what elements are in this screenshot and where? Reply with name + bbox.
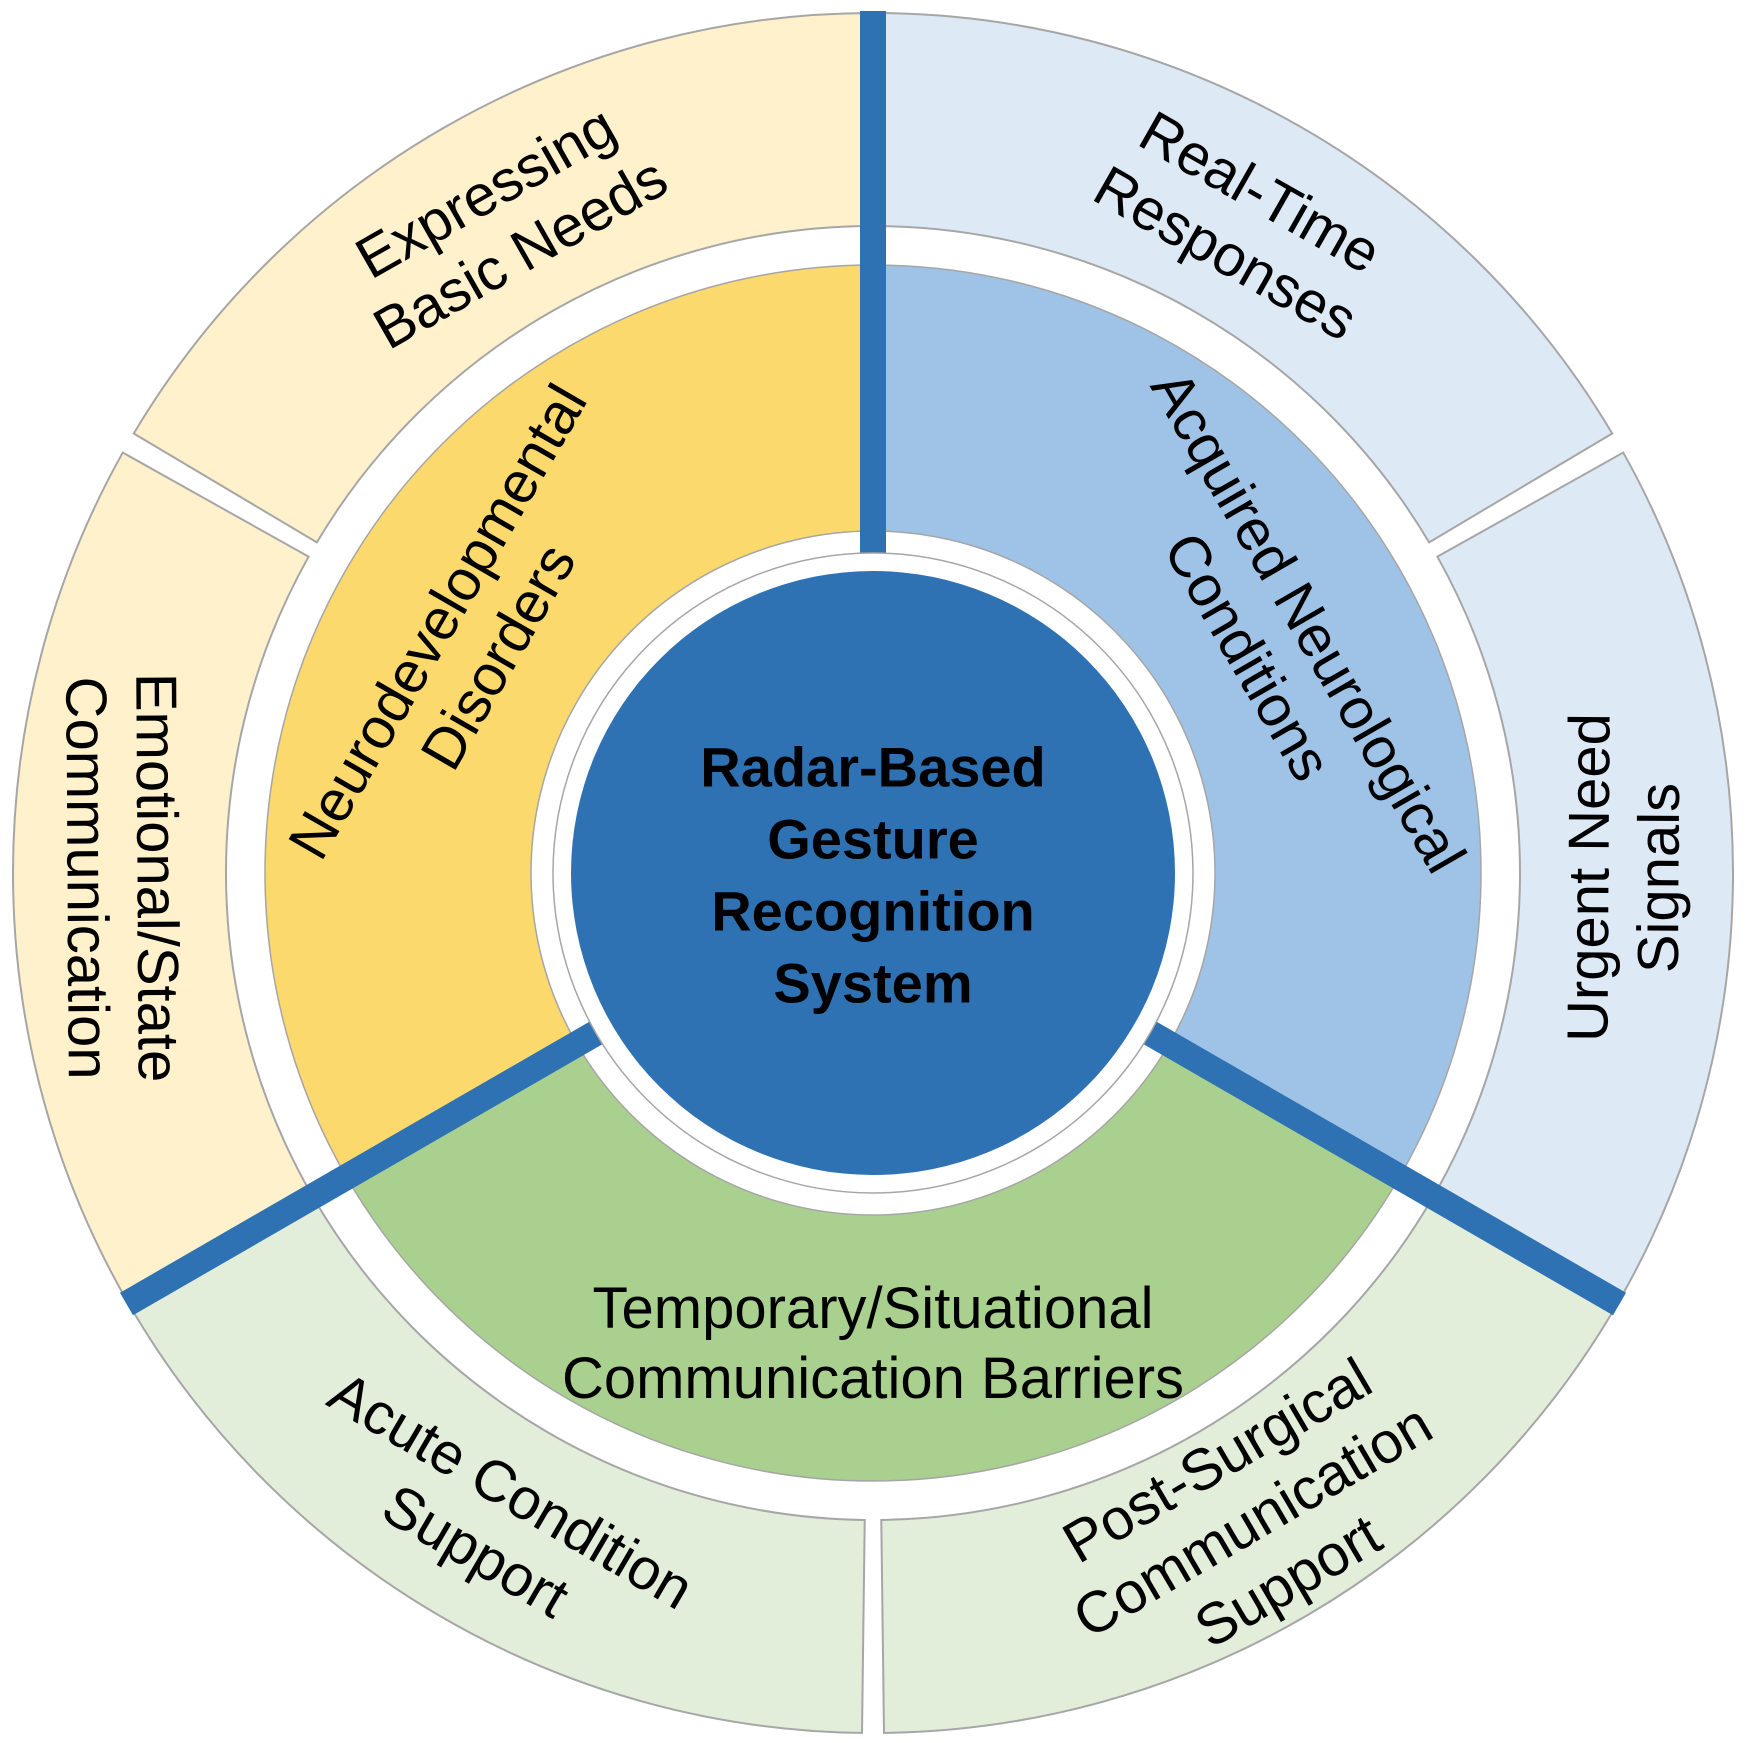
outer-segment-post-surgical-support [880,1195,1620,1734]
category-divider [1124,1010,1627,1316]
center-title-line: Radar-Based [700,736,1045,799]
middle-segment-neurodevelopmental [264,264,874,1179]
center-title-line: Gesture [767,808,979,871]
outer-segment-real-time-responses [872,11,1614,544]
middle-segment-acquired-neurological [872,264,1482,1179]
center-hub [552,552,1194,1194]
subcategory-label-emotional-state-communication-line: Communication [53,676,121,1079]
middle-segment-temporary-situational [345,1042,1401,1482]
outer-segment-emotional-state-communication [12,451,315,1305]
outer-ring [12,11,1734,1734]
category-label-temporary-situational-line: Communication Barriers [562,1346,1184,1411]
subcategory-label-emotional-state-communication: Emotional/StateCommunication [53,673,191,1083]
center-title-line: System [773,952,972,1015]
center-circle [571,571,1175,1175]
subcategory-label-urgent-need-signals-line: Urgent Need [1555,713,1622,1042]
center-title-line: Recognition [711,880,1035,943]
category-dividers [119,11,1627,1316]
category-label-temporary-situational-line: Temporary/Situational [593,1276,1154,1341]
subcategory-label-urgent-need-signals: Urgent NeedSignals [1555,713,1692,1043]
subcategory-label-emotional-state-communication-line: Emotional/State [123,673,191,1083]
category-divider [119,1010,622,1316]
subcategory-label-urgent-need-signals-line: Signals [1626,783,1692,974]
middle-ring [264,264,1482,1482]
